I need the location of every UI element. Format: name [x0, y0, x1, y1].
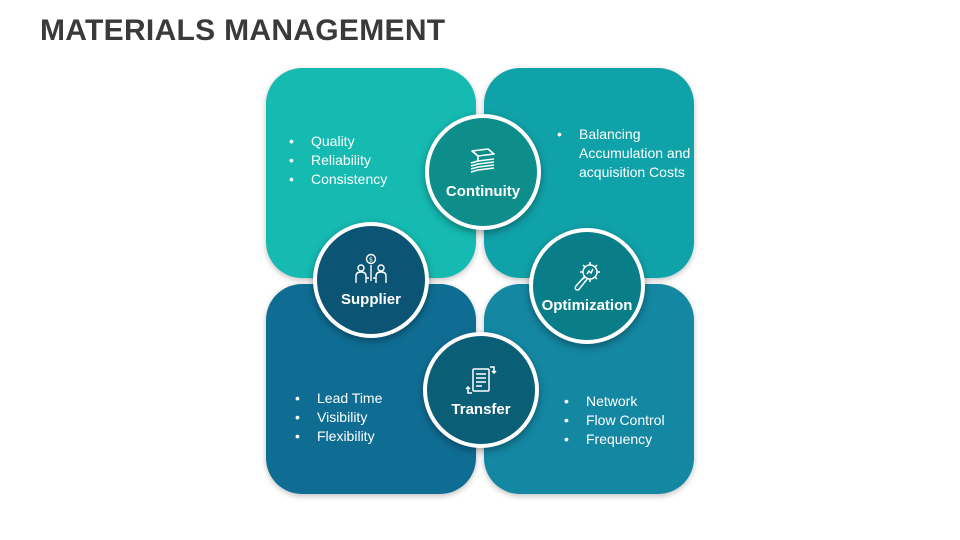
- list-item: Network: [564, 392, 665, 411]
- hub-optimization: Optimization: [529, 228, 645, 344]
- bullet-list-bottom-right: Network Flow Control Frequency: [564, 392, 665, 449]
- bullet-list-top-left: Quality Reliability Consistency: [289, 132, 387, 189]
- gear-wrench-icon: [574, 261, 600, 291]
- hub-continuity: Continuity: [425, 114, 541, 230]
- list-item: Frequency: [564, 430, 665, 449]
- list-item: Quality: [289, 132, 387, 151]
- bullet-list-bottom-left: Lead Time Visibility Flexibility: [295, 389, 382, 446]
- list-item: Visibility: [295, 408, 382, 427]
- hub-label: Continuity: [445, 182, 521, 200]
- page-title: MATERIALS MANAGEMENT: [40, 14, 446, 47]
- hub-label: Transfer: [451, 400, 511, 418]
- hub-label: Supplier: [340, 290, 401, 308]
- document-transfer-icon: [465, 365, 497, 394]
- bullet-list-top-right: Balancing Accumulation and acquisition C…: [557, 125, 692, 182]
- svg-text:$: $: [369, 255, 373, 263]
- hub-transfer: Transfer: [423, 332, 539, 448]
- hub-supplier: $ Supplier: [313, 222, 429, 338]
- people-exchange-icon: $: [355, 253, 387, 283]
- list-item: Balancing Accumulation and acquisition C…: [557, 125, 692, 182]
- list-item: Consistency: [289, 170, 387, 189]
- list-item: Flow Control: [564, 411, 665, 430]
- list-item: Lead Time: [295, 389, 382, 408]
- list-item: Flexibility: [295, 427, 382, 446]
- list-item: Reliability: [289, 151, 387, 170]
- stacked-sheets-icon: [470, 147, 495, 173]
- hub-label: Optimization: [541, 296, 633, 314]
